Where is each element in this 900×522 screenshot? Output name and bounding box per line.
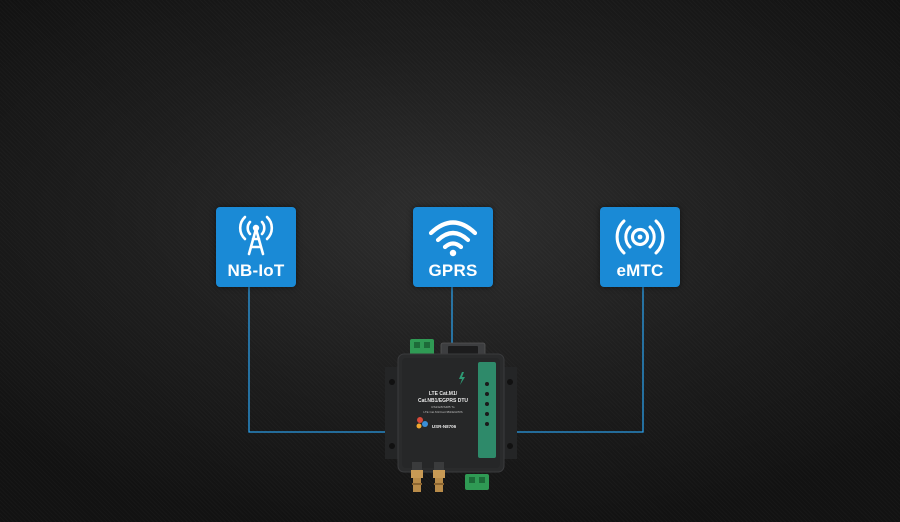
- antenna-connector-2: [433, 470, 445, 492]
- emtc-label: eMTC: [616, 261, 664, 280]
- nbiot-card: NB-IoT: [216, 207, 296, 287]
- model-small2: LTE Cat.M1/Cat.NB1/EGPRS: [423, 410, 462, 414]
- gprs-label: GPRS: [428, 261, 478, 280]
- gprs-card: GPRS: [413, 207, 493, 287]
- model-id: USR-N8706: [432, 424, 457, 429]
- wifi-icon: [428, 220, 478, 257]
- bottom-terminal-block: [465, 474, 489, 490]
- lightning-icon: [459, 372, 465, 385]
- emtc-connection-line: [510, 287, 644, 433]
- emtc-card: eMTC: [600, 207, 680, 287]
- cell-tower-icon: [238, 215, 274, 256]
- antenna-connector-1: [411, 470, 423, 492]
- top-terminal-block: [410, 339, 434, 356]
- model-line2: Cat.NB1/EGPRS DTU: [418, 398, 468, 404]
- broadcast-icon: [615, 219, 665, 255]
- nbiot-connection-line: [248, 287, 393, 433]
- model-line1: LTE Cat.M1/: [429, 391, 458, 397]
- brand-logo: [416, 417, 428, 429]
- status-stripe: [478, 362, 496, 458]
- nbiot-label: NB-IoT: [227, 261, 285, 280]
- model-small1: RS232/RS485 To: [431, 405, 454, 409]
